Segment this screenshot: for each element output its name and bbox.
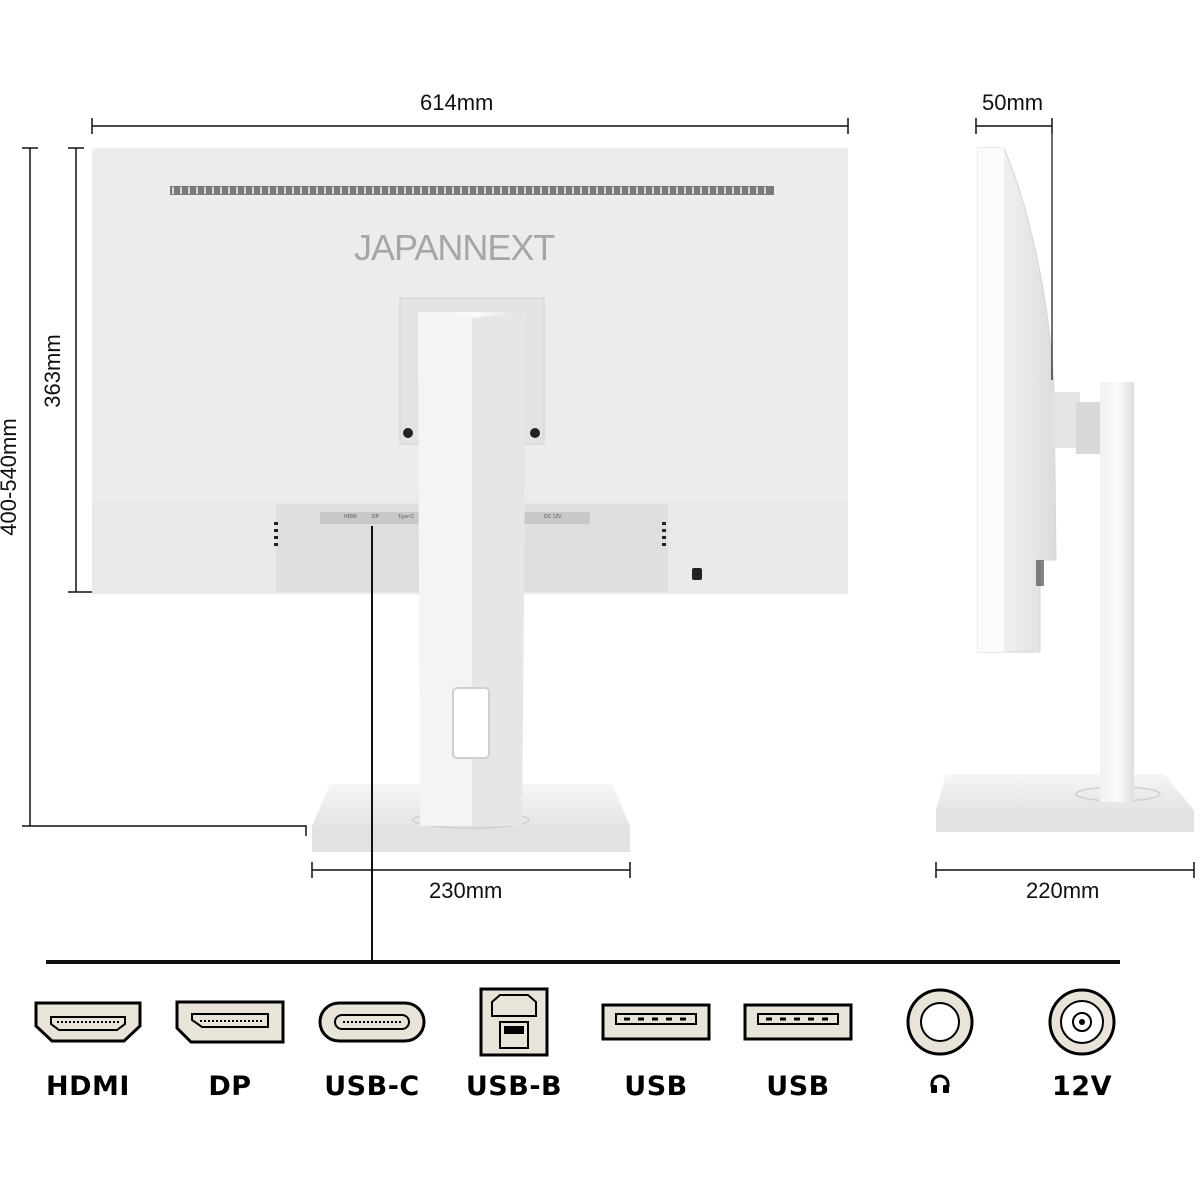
- back-panel-label-hdmi: HDMI: [344, 514, 357, 520]
- cable-management-hole: [452, 687, 490, 759]
- port-cell-hdmi: HDMI: [18, 965, 158, 1103]
- depth-dimension-label: 50mm: [982, 90, 1044, 115]
- top-vent: [170, 186, 774, 195]
- displayport-icon: [160, 985, 300, 1059]
- port-cell-usb-2: USB: [728, 965, 868, 1103]
- width-dimension-label: 614mm: [420, 90, 494, 115]
- port-cell-usb-c: USB-C: [302, 965, 442, 1103]
- headphone-jack-icon: [870, 985, 1010, 1059]
- port-label-usb-b: USB-B: [465, 1071, 563, 1102]
- usb-a-port-icon: [586, 985, 726, 1059]
- usb-c-port-icon: [302, 985, 442, 1059]
- port-label-hdmi: HDMI: [46, 1071, 130, 1102]
- port-label-usb-c: USB-C: [324, 1071, 420, 1102]
- dc-power-jack-icon: [1012, 985, 1152, 1059]
- monitor-side-view: [936, 147, 1194, 832]
- port-cell-12v: 12V: [1012, 965, 1152, 1103]
- port-cell-headphone: [870, 965, 1010, 1103]
- port-label-usb-2: USB: [766, 1071, 830, 1102]
- brand-logo: JAPANNEXT: [354, 227, 555, 268]
- kensington-lock-slot: [692, 568, 702, 580]
- port-cell-usb-b: USB-B: [444, 965, 584, 1103]
- back-panel-label-dp: DP: [372, 514, 379, 520]
- port-label-12v: 12V: [1052, 1071, 1112, 1102]
- back-panel-label-dc: DC 12V: [544, 514, 562, 520]
- speaker-grilles: [274, 522, 666, 546]
- hdmi-port-icon: [18, 985, 158, 1059]
- usb-b-port-icon: [444, 985, 584, 1059]
- base-depth-dimension-label: 220mm: [1026, 878, 1100, 903]
- base-width-dimension-label: 230mm: [429, 878, 503, 903]
- port-label-usb-1: USB: [624, 1071, 688, 1102]
- port-cell-usb-1: USB: [586, 965, 726, 1103]
- panel-height-dimension-label: 363mm: [40, 334, 65, 408]
- total-height-dimension-label: 400-540mm: [0, 418, 21, 536]
- ports-divider-line: [46, 960, 1120, 964]
- headphone-icon: [870, 1073, 1010, 1095]
- usb-a-port-icon: [728, 985, 868, 1059]
- port-cell-dp: DP: [160, 965, 300, 1103]
- monitor-back-view: [92, 148, 848, 852]
- dimension-lines: [22, 118, 1195, 962]
- back-panel-label-typec: Type-C: [398, 514, 415, 520]
- port-label-dp: DP: [208, 1071, 252, 1102]
